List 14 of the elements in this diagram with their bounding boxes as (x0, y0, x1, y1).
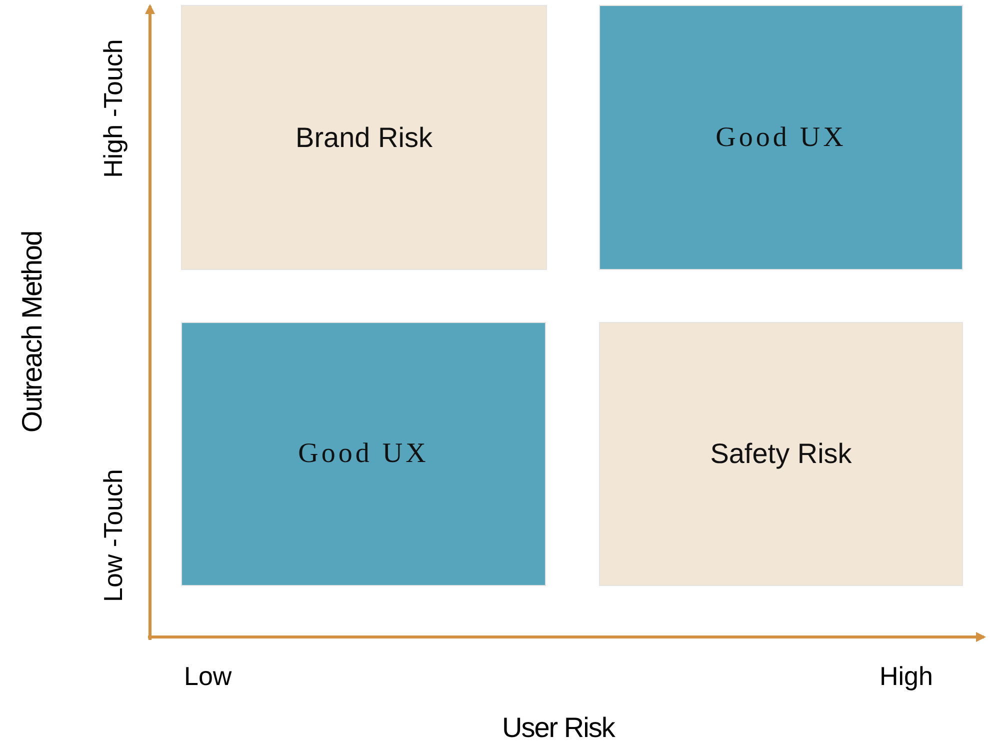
quadrant-box (181, 322, 546, 586)
axis-title: User Risk (502, 712, 614, 743)
axis-tick-label: High -Touch (97, 38, 128, 178)
axis-title: Outreach Method (16, 231, 48, 433)
quadrant-box (599, 322, 963, 586)
axis-tick-label: Low (184, 660, 232, 692)
axis-tick-label: High (880, 660, 933, 692)
quadrant-label: Good UX (298, 438, 429, 470)
quadrant-label: Brand Risk (296, 122, 432, 154)
axis-tick-label: Low -Touch (97, 468, 128, 602)
quadrant-box (599, 5, 963, 270)
quadrant-label: Good UX (716, 122, 846, 154)
quadrant-box (181, 5, 547, 270)
quadrant-label: Safety Risk (710, 438, 852, 470)
